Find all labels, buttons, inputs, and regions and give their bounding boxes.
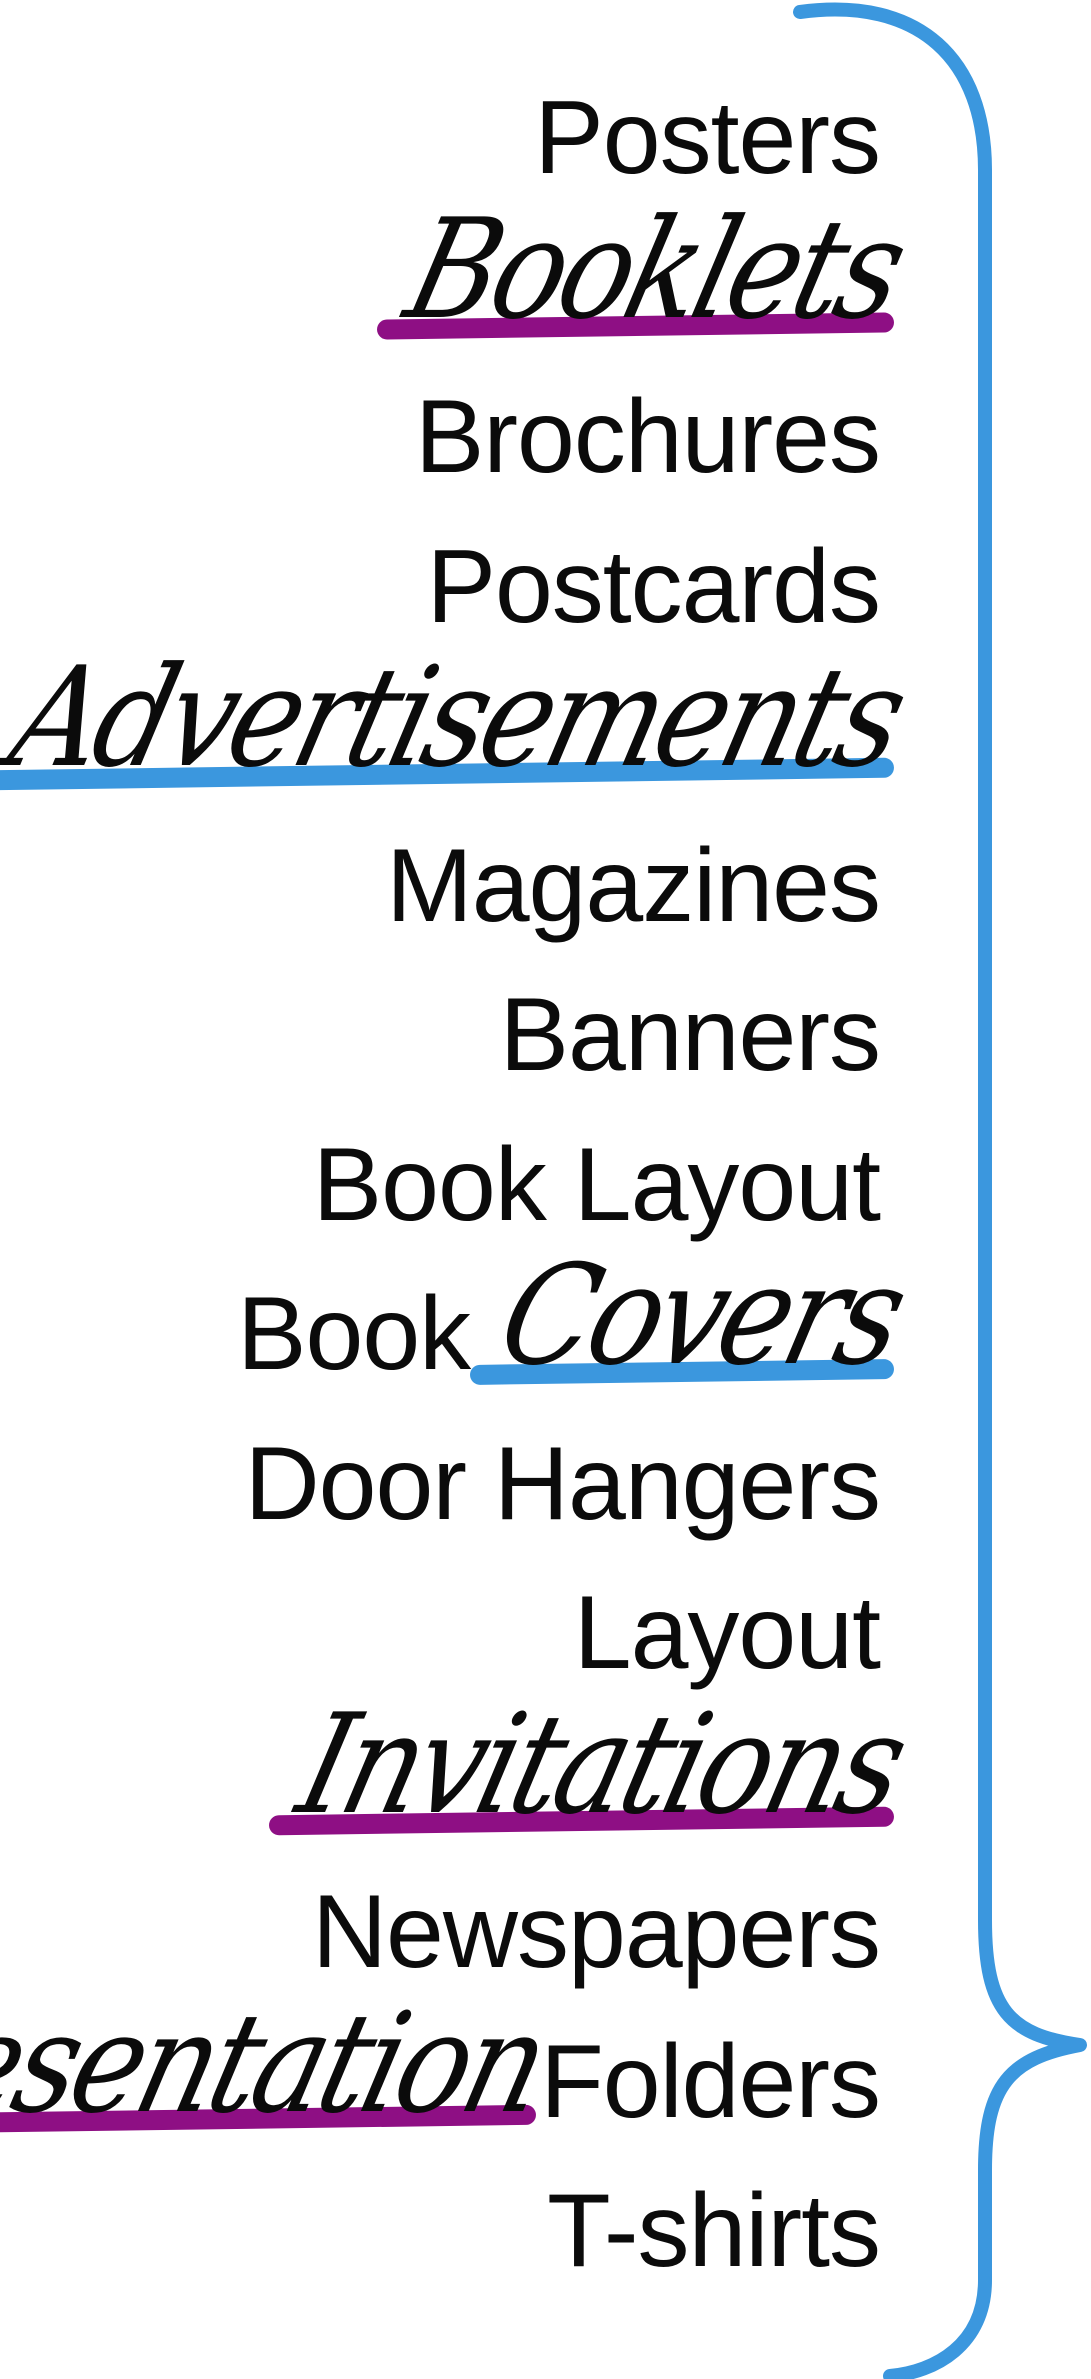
item-text-brochures: Brochures [415,379,881,495]
script-text-advertisements: Advertisements [0,638,918,799]
list-item: Banners [499,937,881,1093]
item-text-door-hangers: Door Hangers [244,1425,881,1542]
item-text-posters: Posters [534,80,881,196]
item-text-magazines: Magazines [386,827,881,944]
list-item: Magazines [386,788,881,944]
script-word-invitations: Invitations [268,1685,917,1845]
script-text-covers: Covers [485,1236,918,1397]
item-text-banners: Banners [499,977,881,1093]
script-word-advertisements: Advertisements [0,639,917,798]
item-text-newspapers: Newspapers [311,1874,881,1990]
list-item: Advertisements [0,638,917,798]
list-item: Invitations [268,1685,917,1845]
script-word-presentation: Presentation [0,1984,559,2144]
script-text-invitations: Invitations [284,1685,918,1845]
script-text-booklets: Booklets [392,190,918,350]
list-item: Door Hangers [244,1386,881,1542]
script-text-presentation: Presentation [0,1984,560,2144]
list-item: Layout [573,1535,881,1691]
item-text-book: Book [237,1276,471,1392]
list-item: Brochures [415,339,881,495]
list-item: Posters [534,40,881,196]
list-item: T-shirts [547,2133,881,2289]
item-text-t-shirts: T-shirts [547,2173,881,2289]
list-item: Newspapers [311,1834,881,1990]
item-text-folders: Folders [540,2023,881,2140]
list-item: Postcards [426,489,881,645]
item-text-book-layout: Book Layout [312,1126,881,1243]
list-item: Booklets [377,190,917,350]
script-word-covers: Covers [470,1237,917,1396]
list-item: Book Layout [312,1087,881,1243]
item-text-postcards: Postcards [426,528,881,645]
item-text-layout: Layout [573,1575,881,1691]
script-word-booklets: Booklets [377,190,917,350]
